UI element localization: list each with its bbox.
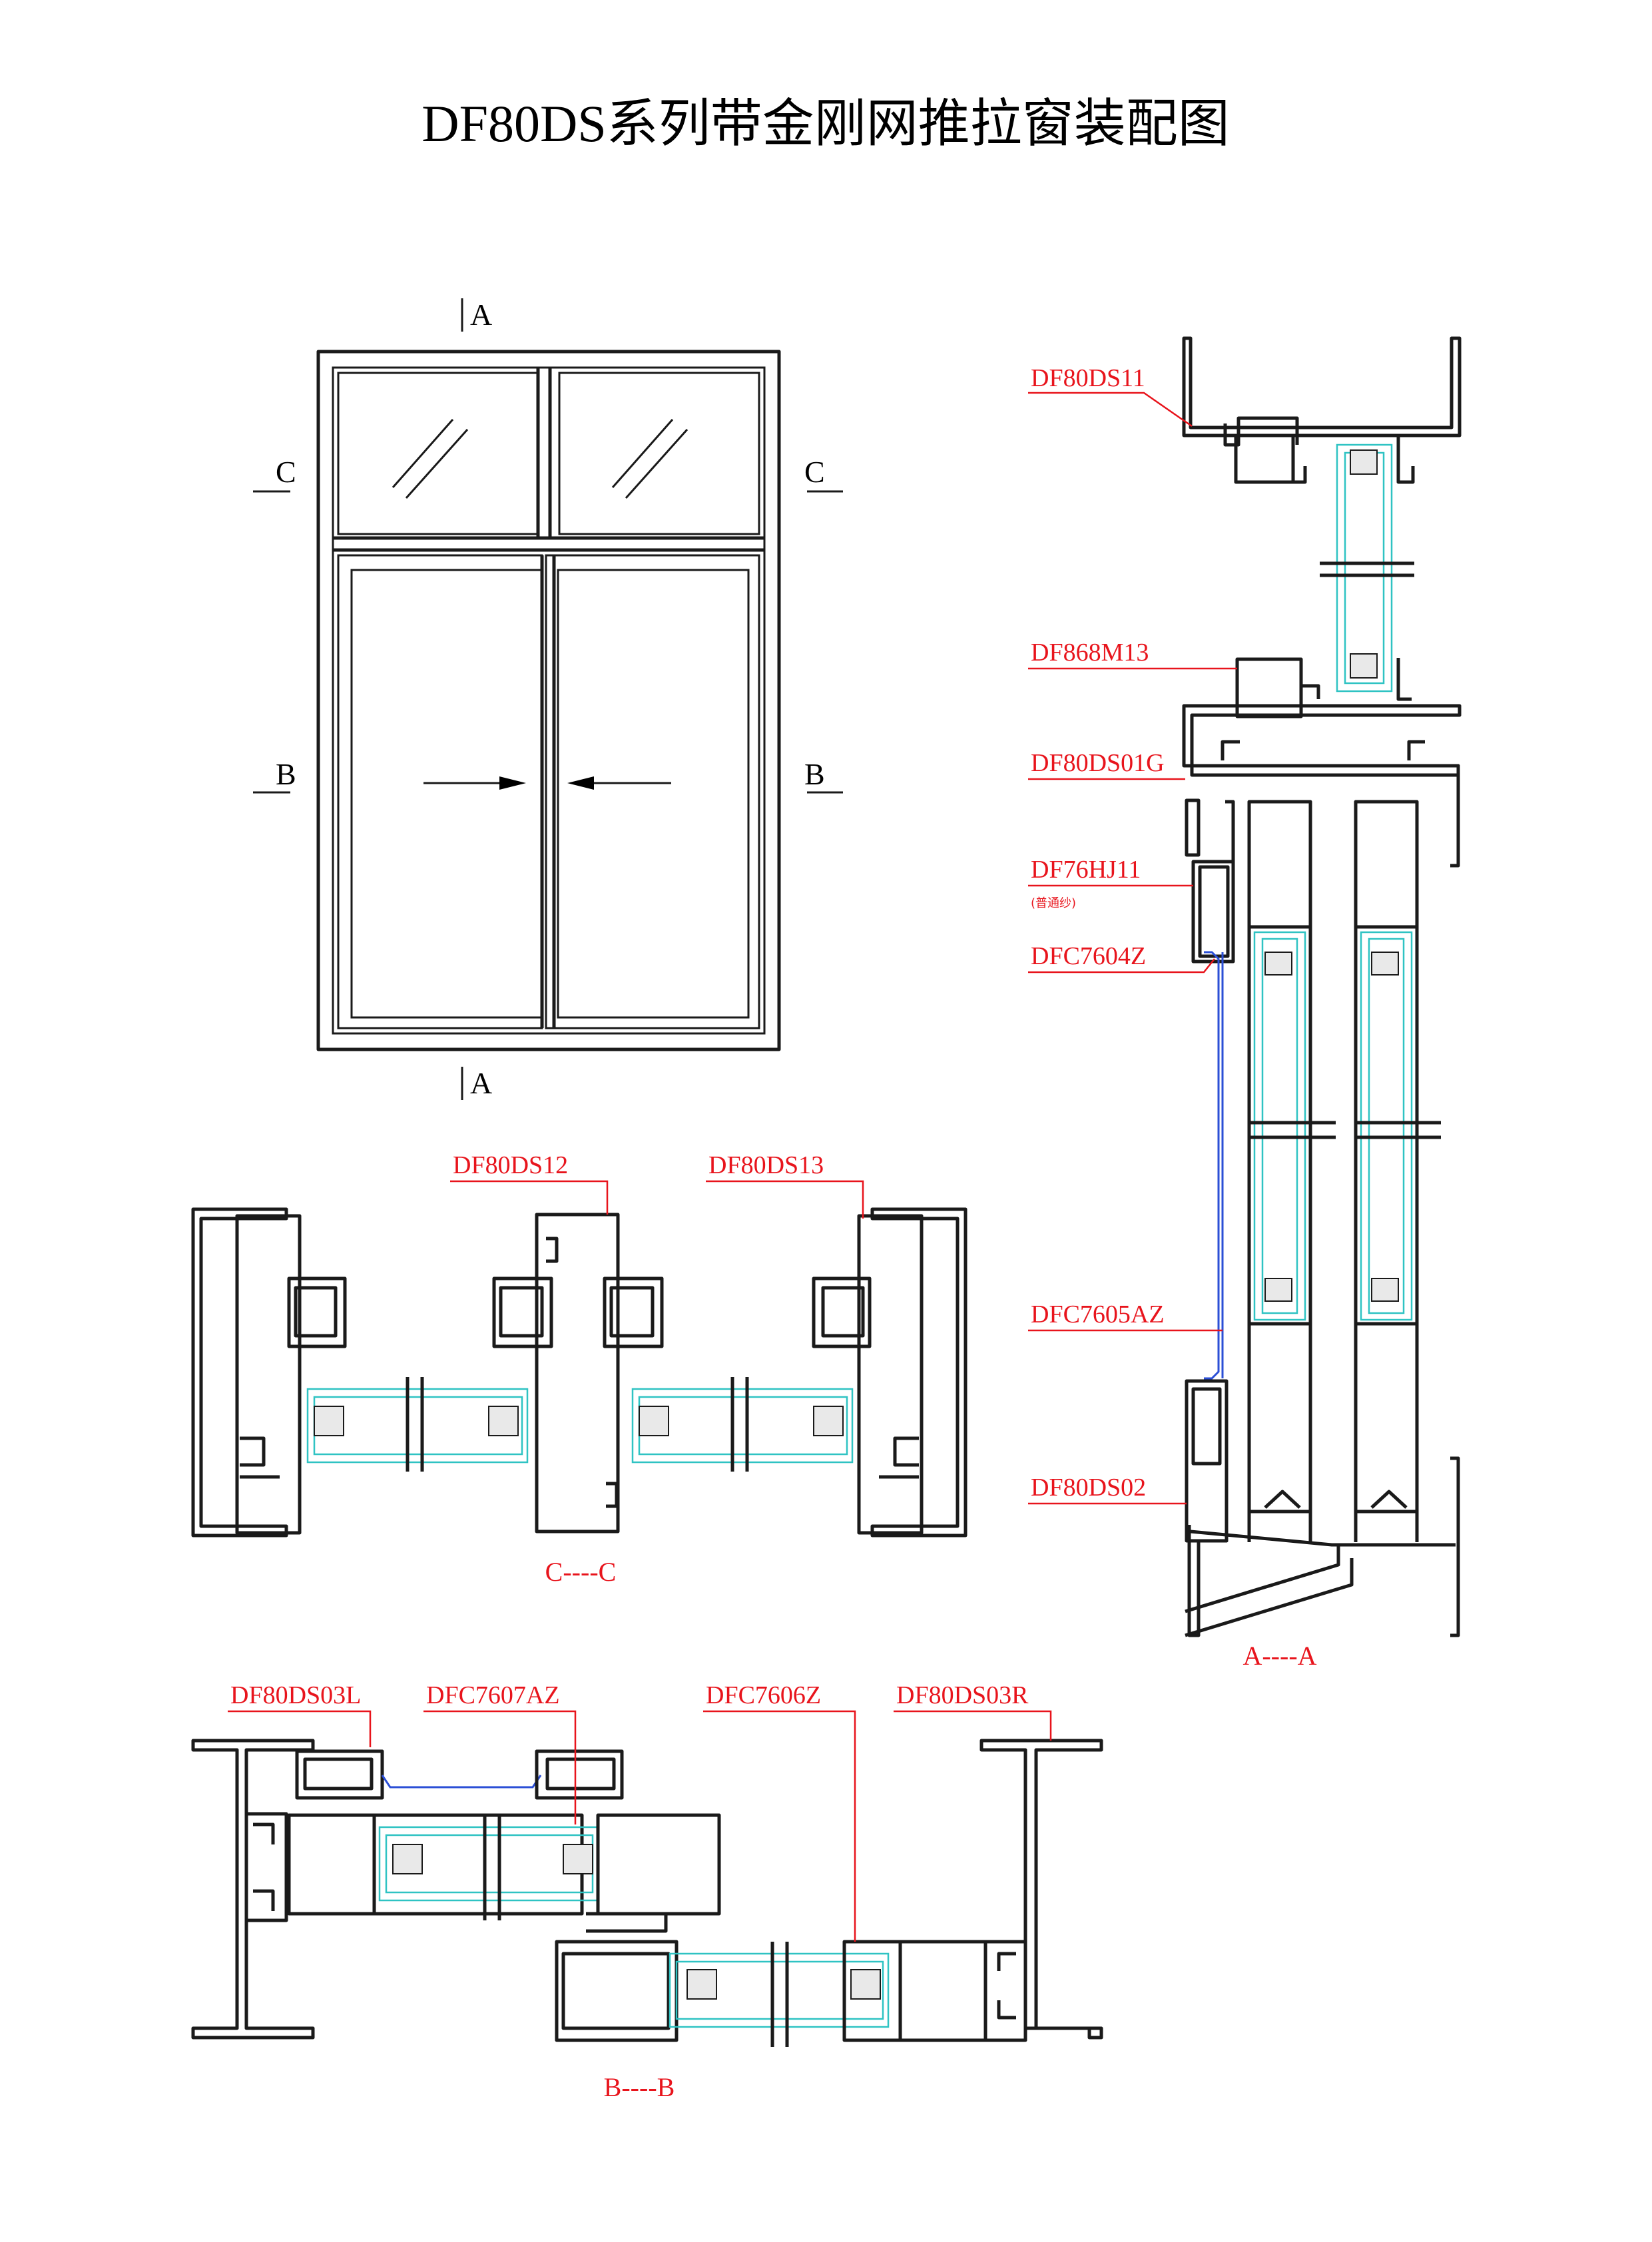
label-dfc7605az: DFC7605AZ — [1031, 1300, 1165, 1328]
label-df80ds03r: DF80DS03R — [896, 1681, 1029, 1709]
label-dfc7604z: DFC7604Z — [1031, 942, 1146, 970]
label-df80ds02: DF80DS02 — [1031, 1474, 1146, 1502]
cut-mark-c-right: C — [804, 455, 825, 489]
drawing-title: DF80DS系列带金刚网推拉窗装配图 — [421, 95, 1229, 152]
cut-mark-b-left: B — [276, 757, 296, 791]
section-cc-title: C----C — [545, 1557, 617, 1587]
label-df76hj11: DF76HJ11 — [1031, 856, 1141, 884]
label-df80ds01g: DF80DS01G — [1031, 749, 1165, 777]
cut-mark-a-bottom: A — [470, 1066, 492, 1100]
label-df80ds12: DF80DS12 — [453, 1151, 568, 1179]
window-elevation — [316, 350, 781, 1051]
label-df80ds03l: DF80DS03L — [230, 1681, 361, 1709]
section-aa-labels: DF80DS11 DF868M13 DF80DS01G DF76HJ11 (普通… — [1028, 364, 1317, 1671]
cut-mark-a-top: A — [470, 298, 492, 332]
label-dfc7607az: DFC7607AZ — [426, 1681, 560, 1709]
section-cc-labels: DF80DS12 DF80DS13 C----C — [450, 1151, 864, 1587]
section-bb-drawing — [191, 1739, 1103, 2047]
label-df80ds13: DF80DS13 — [708, 1151, 824, 1179]
section-bb-labels: DF80DS03L DFC7607AZ DFC7606Z DF80DS03R B… — [228, 1681, 1052, 2102]
cut-mark-c-left: C — [276, 455, 296, 489]
section-cc-drawing — [191, 1207, 967, 1538]
label-df76hj11-note: (普通纱) — [1031, 896, 1076, 910]
label-df868m13: DF868M13 — [1031, 639, 1149, 667]
label-dfc7606z: DFC7606Z — [706, 1681, 821, 1709]
section-bb-title: B----B — [604, 2072, 675, 2102]
label-df80ds11: DF80DS11 — [1031, 364, 1145, 392]
section-aa-drawing — [1182, 336, 1462, 1637]
cut-mark-b-right: B — [804, 757, 825, 791]
section-cut-marks: A A C C B B — [253, 298, 843, 1100]
section-aa-title: A----A — [1242, 1641, 1316, 1671]
